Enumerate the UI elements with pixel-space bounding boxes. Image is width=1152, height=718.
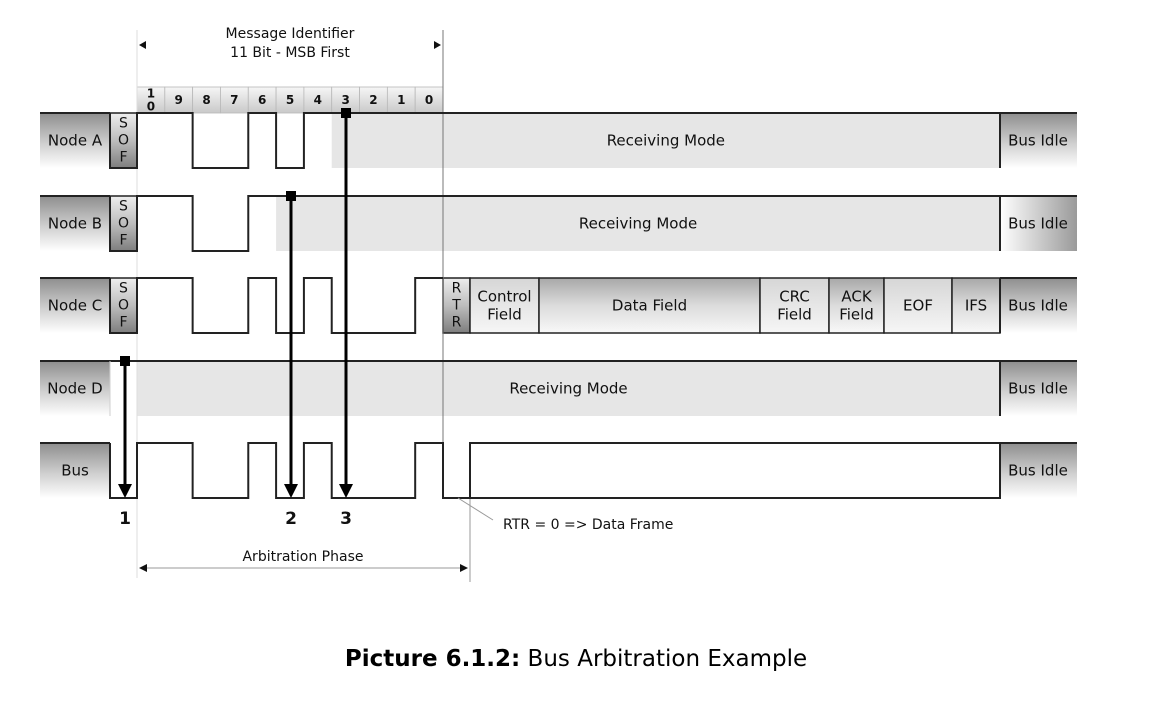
arrow-down-icon	[339, 484, 353, 498]
frame-field-box	[538, 277, 761, 334]
frame-field-label: EOF	[903, 296, 933, 314]
frame-field-box	[951, 277, 1001, 334]
frame-field-box	[828, 277, 885, 334]
bit-header-label: 1	[397, 93, 405, 107]
arrow-down-icon	[118, 484, 132, 498]
arbitration-marker: 1	[119, 509, 131, 529]
identifier-title: Message Identifier	[226, 26, 355, 42]
node-d-label-box	[40, 361, 110, 416]
bus-bus-idle-label: Bus Idle	[1008, 461, 1068, 479]
figure-caption: Picture 6.1.2: Bus Arbitration Example	[0, 646, 1152, 672]
node-c-label-box	[40, 278, 110, 333]
node-b-waveform	[109, 195, 1000, 252]
node-c-sof-box	[109, 277, 138, 334]
bus-waveform	[109, 442, 1001, 499]
arrow-right-icon	[434, 41, 441, 49]
arbitration-marker: 3	[340, 509, 352, 529]
node-a-label: Node A	[48, 131, 103, 149]
node-b-mode-label: Receiving Mode	[579, 214, 697, 232]
node-d-label: Node D	[47, 379, 102, 397]
caption-number: Picture 6.1.2:	[344, 646, 521, 672]
bus-label: Bus	[61, 461, 89, 479]
node-a-label-box	[40, 113, 110, 168]
node-b-bus-idle-label: Bus Idle	[1008, 214, 1068, 232]
frame-field-box	[883, 277, 953, 334]
node-c-bus-idle-label: Bus Idle	[1008, 296, 1068, 314]
node-a-bus-idle-box	[1000, 113, 1077, 168]
node-a-waveform	[109, 112, 1000, 169]
bit-header-label: 4	[314, 93, 322, 107]
node-d-receiving-area	[137, 361, 1000, 416]
bit-header-label: 5	[286, 93, 294, 107]
arrow-right-icon	[460, 564, 468, 572]
rtr-leader-line	[457, 497, 494, 521]
node-c-bus-idle-box	[1000, 278, 1077, 333]
rtr-note: RTR = 0 => Data Frame	[503, 517, 673, 533]
arrow-left-icon	[139, 564, 147, 572]
identifier-subtitle: 11 Bit - MSB First	[230, 45, 350, 61]
node-d-bus-idle-label: Bus Idle	[1008, 379, 1068, 397]
bit-header-label: 8	[202, 93, 210, 107]
node-a-mode-label: Receiving Mode	[607, 131, 725, 149]
arbitration-phase-label: Arbitration Phase	[242, 549, 363, 565]
bit-header-cell	[164, 86, 194, 114]
node-d-mode-label: Receiving Mode	[509, 379, 627, 397]
node-b-bus-idle-box	[1000, 196, 1077, 251]
node-b-receiving-area	[276, 196, 1000, 251]
arbitration-marker: 2	[285, 509, 297, 529]
caption-title: Bus Arbitration Example	[520, 646, 808, 672]
bit-header-label: 7	[230, 93, 238, 107]
frame-field-label: Data Field	[612, 296, 687, 314]
node-d-bus-idle-box	[1000, 361, 1077, 416]
bit-header-cell	[386, 86, 416, 114]
arrow-left-icon	[139, 41, 146, 49]
frame-field-label: IFS	[965, 296, 987, 314]
bit-header-label: 3	[341, 93, 349, 107]
node-c-label: Node C	[48, 296, 102, 314]
node-b-label-box	[40, 196, 110, 251]
bit-header-cell	[275, 86, 305, 114]
node-b-label: Node B	[48, 214, 102, 232]
bit-header-cell	[192, 86, 221, 114]
arrow-down-icon	[284, 484, 298, 498]
bit-header-label: 9	[175, 93, 183, 107]
bus-label-box	[40, 443, 110, 498]
node-a-bus-idle-label: Bus Idle	[1008, 131, 1068, 149]
node-c-waveform	[109, 277, 443, 334]
bit-header-label: 0	[425, 93, 433, 107]
bus-bus-idle-box	[1000, 443, 1077, 498]
frame-field-box	[469, 277, 540, 334]
bit-header-label: 2	[369, 93, 377, 107]
bit-header-label: 6	[258, 93, 266, 107]
node-c-rtr-box	[442, 277, 471, 334]
